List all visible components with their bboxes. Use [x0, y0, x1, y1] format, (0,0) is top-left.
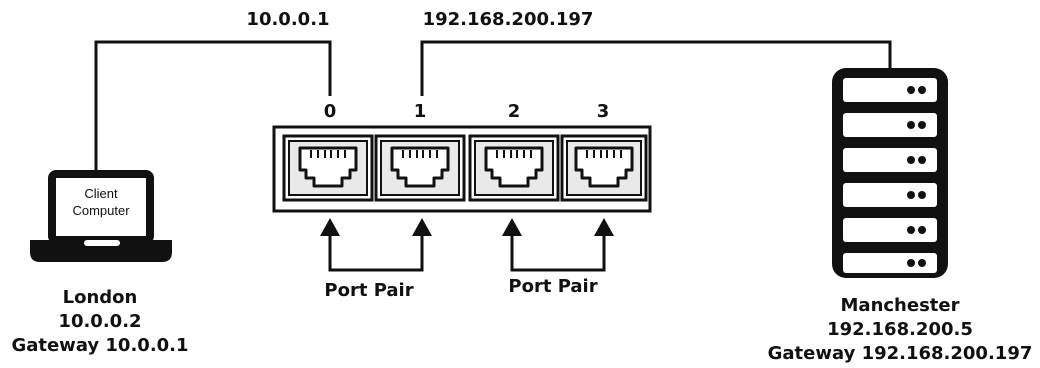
rj45-port-icon: [298, 146, 358, 188]
laptop-screen-line2: Computer: [72, 203, 130, 218]
rj45-port-icon: [484, 146, 544, 188]
server-ip: 192.168.200.5: [827, 319, 973, 340]
port-number-2: 2: [508, 101, 521, 122]
rj45-port-2: [468, 134, 560, 202]
port-pair-label-1: Port Pair: [324, 280, 413, 301]
laptop-icon: [30, 170, 172, 262]
port-pair-label-2: Port Pair: [508, 276, 597, 297]
rj45-port-0: [282, 134, 374, 202]
client-ip: 10.0.0.2: [58, 311, 141, 332]
server-rack-icon: [832, 68, 948, 278]
connection-lines: [94, 40, 892, 170]
line-port0-to-laptop: [94, 40, 332, 170]
client-name: London: [63, 287, 138, 308]
port-number-3: 3: [597, 101, 610, 122]
ip-label-port0: 10.0.0.1: [246, 9, 329, 30]
rj45-port-icon: [574, 146, 634, 188]
server-gateway: Gateway 192.168.200.197: [768, 343, 1033, 364]
port-pair-bracket-2: [502, 218, 614, 272]
line-port1-to-server: [420, 40, 892, 96]
rj45-port-1: [374, 134, 466, 202]
server-name: Manchester: [841, 295, 960, 316]
ip-label-port1: 192.168.200.197: [423, 9, 594, 30]
port-pair-bracket-1: [320, 218, 432, 272]
laptop-screen-line1: Client: [84, 186, 118, 201]
rj45-port-3: [560, 134, 648, 202]
rj45-port-icon: [390, 146, 450, 188]
client-gateway: Gateway 10.0.0.1: [11, 335, 188, 356]
port-number-0: 0: [324, 101, 337, 122]
port-number-1: 1: [414, 101, 427, 122]
